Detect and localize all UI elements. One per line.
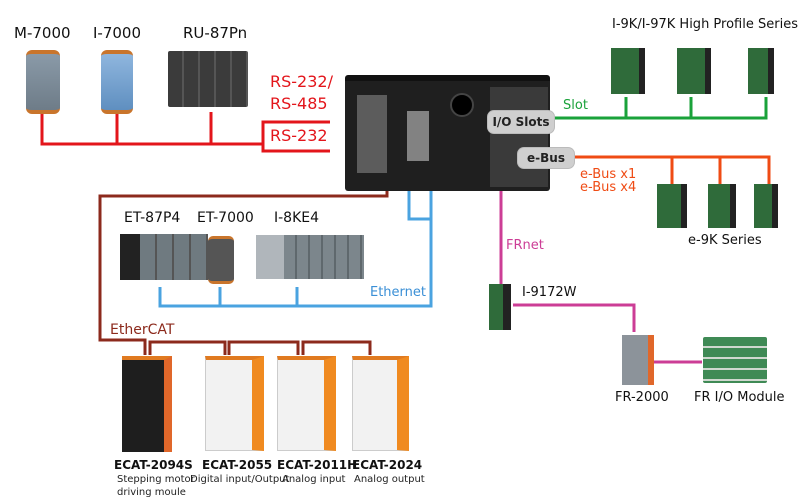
fr-io-module-label: FR I/O Module	[694, 390, 785, 405]
ecat-2024-desc1: Analog output	[354, 474, 425, 485]
ebus-x1-label: e-Bus x1	[580, 167, 637, 182]
ecat-2024-name: ECAT-2024	[352, 458, 423, 472]
rs232-485-label-line2: RS-485	[270, 94, 328, 113]
pac-controller-image	[345, 75, 550, 191]
ecat-2011h-desc1: Analog input	[282, 474, 346, 485]
rs232-485-label-line1: RS-232/	[270, 72, 333, 91]
i9k-card-image-1	[611, 48, 645, 94]
e9k-card-image-1	[657, 184, 687, 228]
fr2000-module-image	[622, 335, 654, 385]
device-label-i7000: I-7000	[93, 24, 142, 42]
et87p4-rack-image	[120, 234, 208, 280]
device-label-m7000: M-7000	[14, 24, 71, 42]
ecat-2055-name: ECAT-2055	[202, 458, 273, 472]
i9k-card-image-3	[748, 48, 774, 94]
rs-bus-wire	[40, 112, 330, 153]
ecat-2094s-desc1: Stepping motor	[117, 474, 195, 485]
ecat-2055-desc1: Digital input/Output	[190, 474, 290, 485]
slot-label: Slot	[563, 98, 588, 113]
device-label-et7000: ET-7000	[197, 210, 254, 226]
ecat-2024-module-image	[352, 356, 409, 451]
ebus-wire	[573, 155, 771, 185]
device-label-i8ke4: I-8KE4	[274, 210, 320, 226]
ecat-2094s-name: ECAT-2094S	[114, 458, 193, 472]
et7000-module-image	[208, 236, 234, 284]
ecat-2094s-module-image	[122, 356, 172, 452]
ecat-2055-module-image	[205, 356, 264, 451]
ethernet-wire	[158, 185, 433, 308]
e9k-series-title: e-9K Series	[688, 233, 762, 248]
io-slots-callout: I/O Slots	[488, 111, 554, 133]
ecat-2094s-desc2: driving moule	[117, 487, 186, 498]
rs232-label: RS-232	[270, 126, 328, 145]
ru87pn-rack-image	[168, 51, 248, 107]
slot-bus-wire	[553, 97, 768, 120]
i9172w-label: I-9172W	[522, 285, 577, 300]
device-label-ru87pn: RU-87Pn	[183, 24, 248, 42]
ethercat-label: EtherCAT	[110, 322, 175, 338]
device-label-et87p4: ET-87P4	[124, 210, 181, 226]
i9k-series-title: I-9K/I-97K High Profile Series	[612, 17, 798, 32]
frnet-label: FRnet	[506, 238, 544, 253]
ebus-callout: e-Bus	[518, 148, 574, 168]
ecat-2011h-module-image	[277, 356, 336, 451]
i8ke4-rack-image	[256, 235, 364, 279]
ethernet-label: Ethernet	[370, 285, 426, 300]
fr2000-label: FR-2000	[615, 390, 669, 405]
ecat-2011h-name: ECAT-2011H	[277, 458, 358, 472]
e9k-card-image-3	[754, 184, 778, 228]
i9k-card-image-2	[677, 48, 711, 94]
ebus-x4-label: e-Bus x4	[580, 180, 637, 195]
m7000-module-image	[26, 50, 60, 114]
i7000-module-image	[101, 50, 133, 114]
fr-io-module-image	[703, 337, 767, 383]
e9k-card-image-2	[708, 184, 736, 228]
i9172w-card-image	[489, 284, 511, 330]
ethercat-wire	[98, 186, 389, 355]
rotary-switch-icon	[450, 93, 474, 117]
